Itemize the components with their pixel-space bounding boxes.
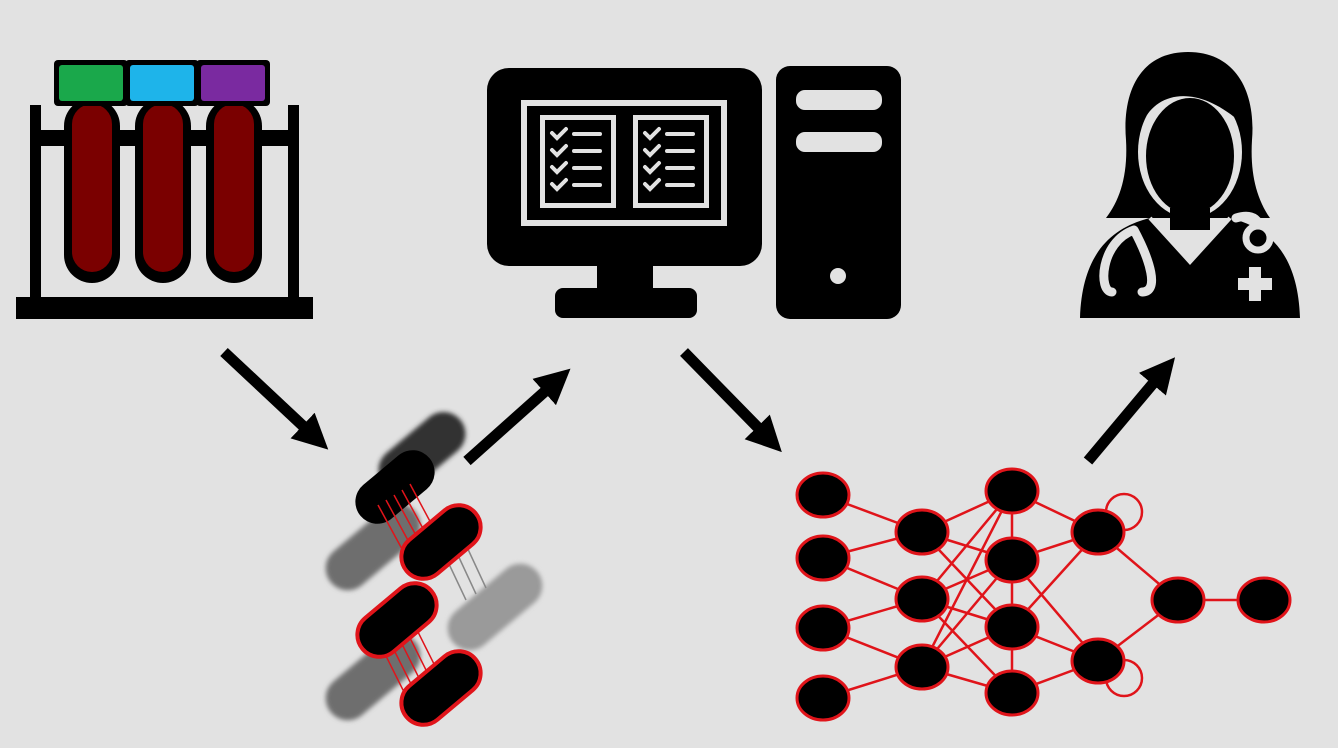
tube-blue — [125, 60, 199, 283]
blood-test-tubes-icon — [16, 60, 313, 319]
tube-green — [54, 60, 128, 283]
arrow-sequencer-to-computer — [463, 368, 571, 466]
computer-workstation-icon — [487, 66, 901, 319]
doctor-icon — [1080, 52, 1300, 318]
checklist-icon — [540, 115, 616, 208]
arrow-computer-to-network — [680, 348, 782, 453]
checklist-icon — [633, 115, 709, 208]
tube-purple — [196, 60, 270, 283]
arrow-network-to-doctor — [1083, 357, 1176, 465]
dna-sequencer-icon — [325, 412, 543, 727]
network-nodes — [795, 467, 1292, 722]
red-capsules — [355, 503, 483, 727]
arrow-samples-to-sequencer — [220, 347, 329, 450]
neural-network-icon — [795, 467, 1292, 722]
